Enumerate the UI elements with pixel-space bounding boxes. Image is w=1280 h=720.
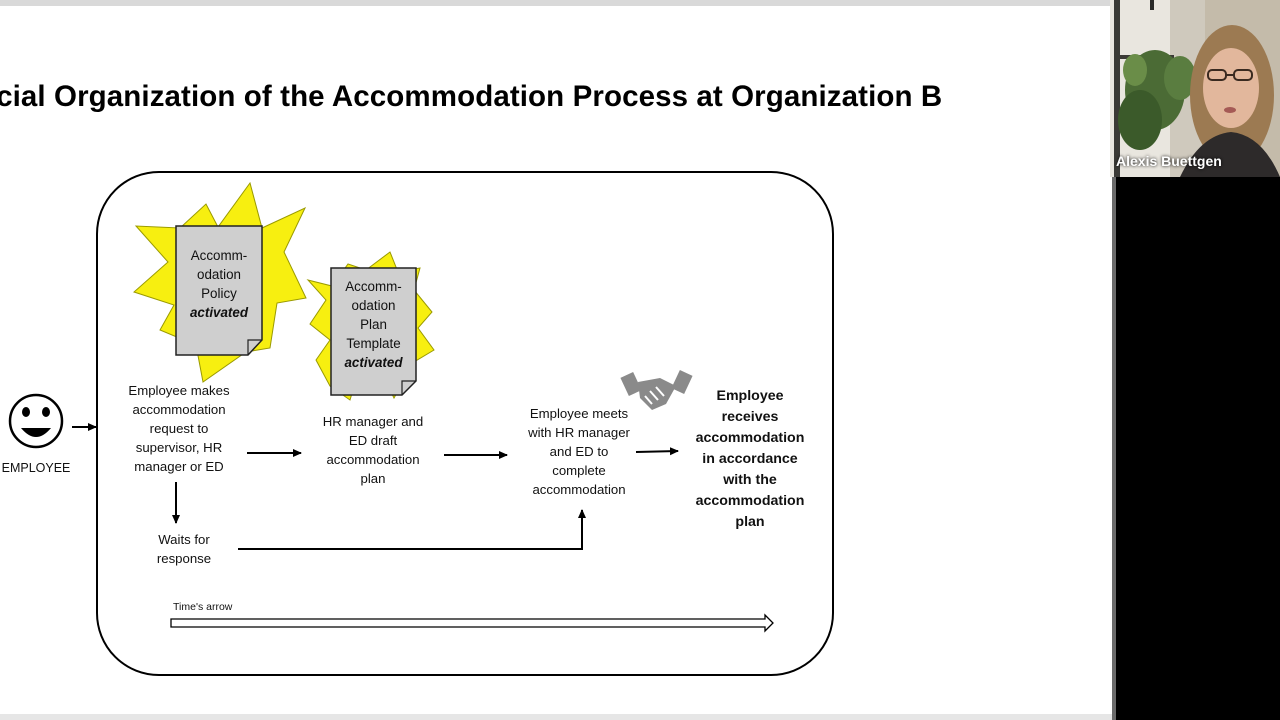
policy-document — [175, 225, 263, 356]
diagram-frame — [96, 171, 834, 676]
policy-document-label: Accomm- odation Policy activated — [189, 248, 249, 320]
step-meet-text: Employee meets with HR manager and ED to… — [528, 406, 630, 497]
slide-bottom-border — [0, 714, 1112, 720]
step-wait-text: Waits for response — [156, 532, 212, 566]
video-panel-divider — [1112, 177, 1116, 720]
template-document — [330, 267, 417, 396]
time-arrow-label: Time's arrow — [173, 601, 233, 613]
handshake-icon — [620, 369, 693, 410]
participant-video-frame — [1110, 0, 1280, 177]
slide-title: ocial Organization of the Accommodation … — [0, 80, 943, 113]
arrow-wait-to-meet — [238, 509, 586, 550]
presentation-slide: ocial Organization of the Accommodation … — [0, 0, 1112, 720]
step-outcome-text: Employee receives accommodation in accor… — [695, 388, 805, 530]
step-request-text: Employee makes accommodation request to … — [128, 383, 230, 474]
participant-name-label: Alexis Buettgen — [1116, 153, 1222, 169]
arrow-meet-to-outcome — [635, 447, 679, 456]
template-document-label: Accomm- odation Plan Template activated — [344, 279, 403, 370]
employee-label: EMPLOYEE — [1, 461, 71, 475]
process-diagram — [8, 171, 834, 676]
employee-smiley-icon — [8, 393, 64, 449]
time-arrow — [170, 613, 774, 633]
slide-top-border — [0, 0, 1112, 6]
participant-video-tile[interactable]: Alexis Buettgen — [1110, 0, 1280, 177]
step-draft-text: HR manager and ED draft accommodation pl… — [322, 414, 424, 486]
